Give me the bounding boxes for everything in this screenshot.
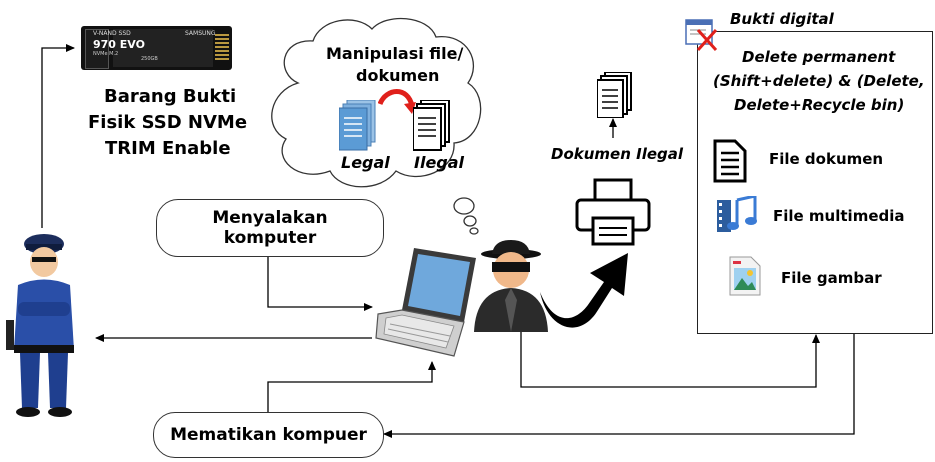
- cloud-title-line1: Manipulasi file/: [326, 44, 464, 63]
- ilegal-document-icon: [413, 100, 450, 151]
- laptop-icon: [375, 248, 476, 357]
- red-transform-arrow: [378, 89, 416, 114]
- arrow-menyalakan-to-laptop: [267, 256, 373, 311]
- printed-document-icon: [597, 72, 632, 118]
- mematikan-label: Mematikan kompuer: [170, 425, 367, 445]
- document-icon: [713, 139, 747, 183]
- ssd-caption-line2: Fisik SSD NVMe: [88, 112, 248, 133]
- deleted-window-icon: [685, 19, 718, 52]
- ssd-label-line1: V-NAND SSD: [93, 30, 131, 37]
- multimedia-icon: [717, 196, 757, 232]
- delete-line1: Delete permanent: [742, 48, 896, 66]
- thought-bubble-small: [469, 227, 479, 235]
- printer-icon: [575, 178, 651, 246]
- arrow-hacker-to-evidence: [520, 330, 820, 388]
- legal-document-icon: [339, 100, 376, 151]
- curved-print-arrow: [540, 253, 628, 328]
- arrow-evidence-to-mematikan: [383, 332, 855, 438]
- dokumen-ilegal-label: Dokumen Ilegal: [551, 145, 684, 163]
- police-officer-figure: [6, 234, 74, 417]
- arrow-police-to-ssd: [41, 44, 75, 228]
- mematikan-kompuer-box: Mematikan kompuer: [153, 412, 384, 458]
- image-icon: [729, 256, 761, 296]
- ssd-label-line3: NVMe M.2: [93, 51, 119, 57]
- bukti-digital-title: Bukti digital: [730, 10, 834, 28]
- ssd-capacity: 250GB: [141, 56, 158, 62]
- thought-bubble-large: [453, 197, 475, 215]
- file-dokumen-label: File dokumen: [769, 150, 884, 168]
- thought-bubble-medium: [463, 215, 477, 227]
- legal-label: Legal: [341, 153, 390, 172]
- ssd-brand: SAMSUNG: [185, 30, 216, 37]
- ilegal-label: Ilegal: [414, 153, 465, 172]
- ssd-caption-line1: Barang Bukti: [104, 86, 237, 107]
- ssd-image: V-NAND SSD 970 EVO NVMe M.2 250GB SAMSUN…: [81, 26, 232, 70]
- cloud-title-line2: dokumen: [356, 66, 440, 85]
- menyalakan-komputer-box: Menyalakan komputer: [156, 199, 384, 257]
- file-gambar-label: File gambar: [781, 269, 882, 287]
- delete-line2: (Shift+delete) & (Delete,: [713, 72, 925, 90]
- file-multimedia-label: File multimedia: [773, 207, 905, 225]
- menyalakan-label: Menyalakan komputer: [212, 208, 328, 248]
- ssd-caption-line3: TRIM Enable: [105, 138, 231, 159]
- ssd-model: 970 EVO: [93, 38, 145, 51]
- hacker-figure: [474, 240, 548, 332]
- delete-line3: Delete+Recycle bin): [734, 96, 905, 114]
- arrow-mematikan-to-laptop: [267, 361, 436, 412]
